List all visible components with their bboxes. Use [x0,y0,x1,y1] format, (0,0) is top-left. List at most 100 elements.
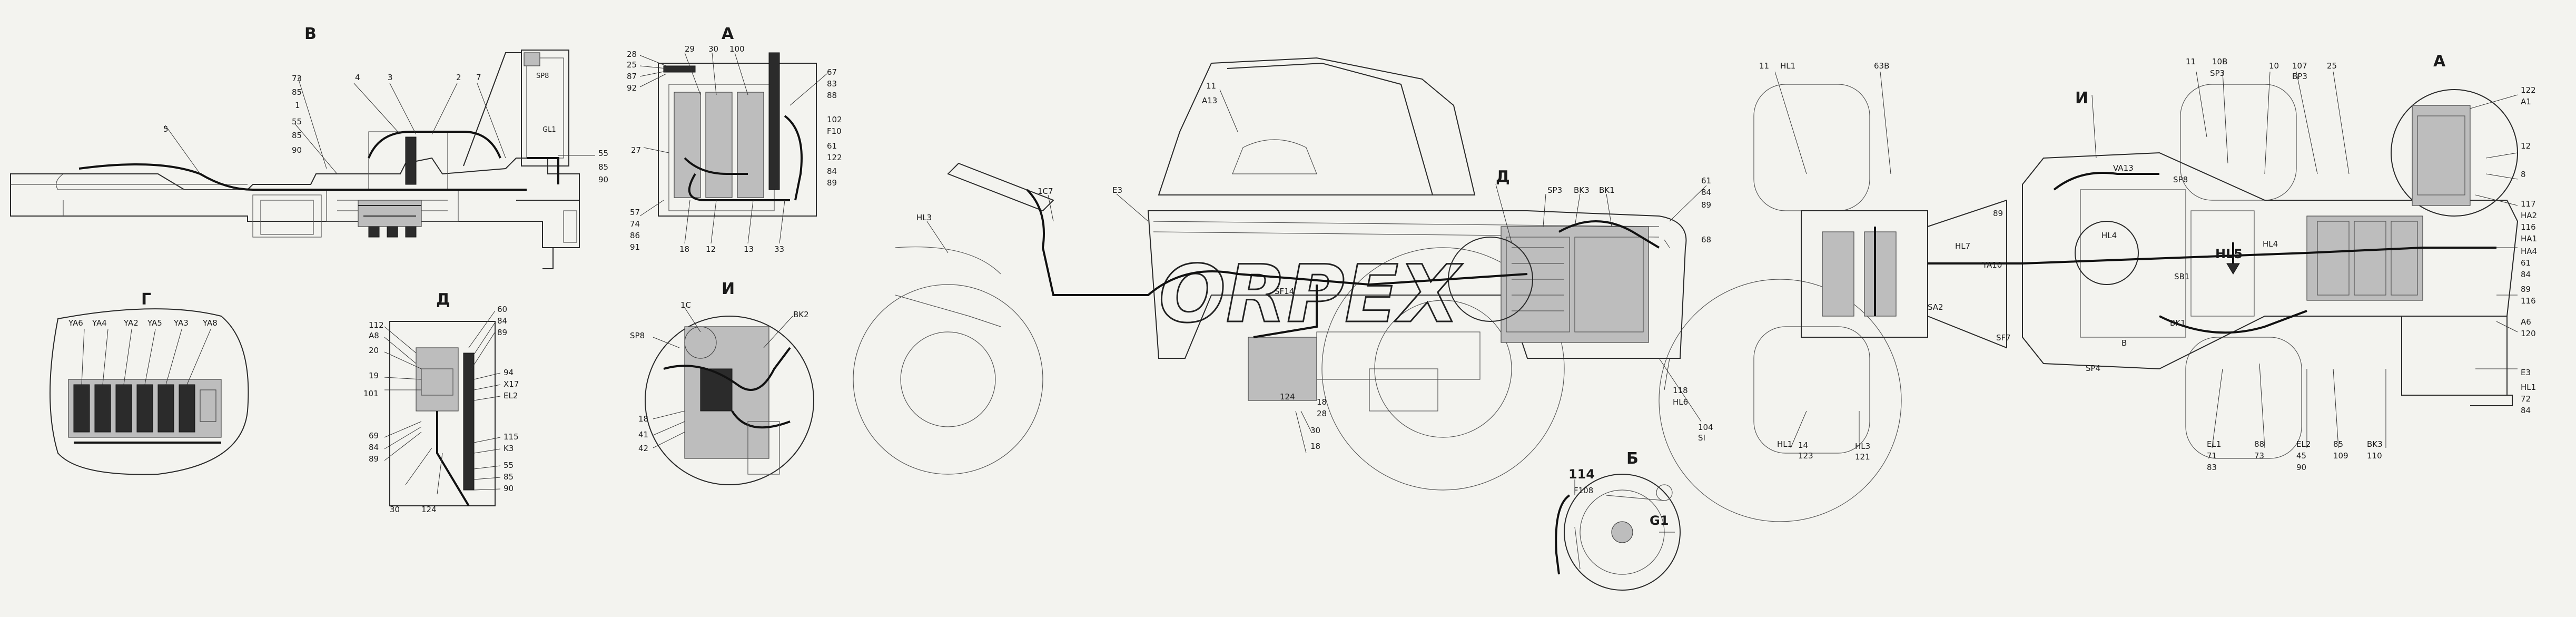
view-i-callouts: BK2 SP8 18 41 42 1C [630,300,809,453]
view-d-fuse-box: Д 112 A8 20 19 101 69 84 89 60 84 89 94 … [363,290,519,514]
svg-text:117: 117 [2521,199,2536,209]
svg-text:HA2: HA2 [2521,211,2537,220]
svg-text:61: 61 [2521,258,2531,268]
svg-text:30: 30 [1310,426,1320,435]
svg-text:SP8: SP8 [630,331,645,340]
svg-text:SP8: SP8 [2173,175,2188,184]
svg-text:41: 41 [638,430,648,439]
svg-text:Д: Д [1496,168,1510,186]
svg-text:84: 84 [2521,406,2531,415]
top-view-tractor: И А 11 HL1 63B 11 10B SP3 10 107 BP3 25 … [1753,52,2537,472]
svg-text:13: 13 [744,244,754,254]
svg-text:89: 89 [827,178,837,188]
svg-text:HL5: HL5 [2215,247,2243,261]
svg-text:19: 19 [369,371,379,380]
svg-text:14: 14 [1798,440,1808,450]
svg-text:55: 55 [292,117,302,126]
svg-text:30: 30 [390,505,400,514]
svg-text:29: 29 [685,44,695,54]
svg-text:1C: 1C [680,300,691,310]
svg-text:YA8: YA8 [202,318,218,328]
svg-text:72: 72 [2521,394,2531,404]
svg-text:SI: SI [1698,433,1705,443]
svg-text:SB1: SB1 [2174,272,2189,281]
svg-text:90: 90 [292,145,302,155]
svg-text:SA2: SA2 [1928,302,1943,312]
svg-text:BK1: BK1 [1599,185,1615,195]
svg-text:84: 84 [827,167,837,176]
svg-text:84: 84 [1701,188,1711,197]
svg-text:SP4: SP4 [2086,364,2100,373]
svg-text:115: 115 [504,432,519,442]
svg-text:B: B [2121,338,2127,348]
svg-text:27: 27 [631,145,641,155]
svg-text:4: 4 [355,73,360,82]
svg-text:45: 45 [2296,451,2306,461]
svg-text:И: И [2075,89,2088,107]
svg-text:89: 89 [497,328,507,337]
svg-text:33: 33 [774,244,784,254]
svg-text:74: 74 [630,219,640,229]
svg-text:101: 101 [363,389,379,398]
side-view-tractor: ORPEX Д 11 A13 1C7 HL3 E3 30 18 SP3 BK3 … [853,57,1902,522]
svg-text:5: 5 [163,124,169,134]
svg-text:SF7: SF7 [1996,333,2011,342]
svg-text:3: 3 [388,73,393,82]
svg-text:BK3: BK3 [1574,185,1590,195]
svg-text:YA3: YA3 [173,318,189,328]
svg-text:122: 122 [2521,85,2536,95]
svg-text:18: 18 [1317,397,1327,407]
svg-text:K3: K3 [504,444,514,453]
svg-text:EL2: EL2 [2296,439,2311,449]
svg-text:68: 68 [1701,235,1711,244]
view-d-title: Д [436,290,450,309]
svg-text:20: 20 [369,346,379,355]
svg-text:116: 116 [2521,222,2536,232]
svg-text:F10: F10 [827,126,842,136]
svg-text:85: 85 [2333,439,2343,449]
svg-text:GL1: GL1 [542,126,556,134]
svg-text:100: 100 [729,44,745,54]
svg-text:HL7: HL7 [1955,241,1970,251]
svg-text:YA2: YA2 [123,318,139,328]
svg-text:114: 114 [1568,467,1595,482]
svg-text:83: 83 [827,79,837,89]
svg-text:90: 90 [598,175,608,184]
view-b-alternator: Б 114 F108 G1 [1555,449,1681,591]
svg-text:BK1: BK1 [2170,318,2186,328]
svg-text:EL1: EL1 [2207,439,2221,449]
svg-text:HA1: HA1 [2521,234,2537,243]
svg-text:HL3: HL3 [1855,442,1870,451]
svg-text:85: 85 [598,162,608,172]
svg-text:F108: F108 [1574,486,1593,495]
svg-text:18: 18 [679,244,689,254]
svg-text:7: 7 [476,73,481,82]
view-b-assembly: В 4 [10,25,608,269]
svg-text:10B: 10B [2212,57,2227,66]
svg-text:73: 73 [2254,451,2264,461]
view-bb-title: Б [1626,449,1639,468]
svg-text:А: А [2433,52,2446,71]
svg-text:88: 88 [827,91,837,100]
svg-text:69: 69 [369,431,379,440]
view-g-valve-block: Г YA6 YA4 YA2 YA5 YA3 YA8 [50,290,249,475]
view-d-callouts: 112 A8 20 19 101 69 84 89 60 84 89 94 X1… [363,305,519,514]
side-view-logo: ORPEX [1159,249,1463,340]
svg-text:X17: X17 [504,379,519,389]
svg-text:86: 86 [630,231,640,240]
svg-text:89: 89 [1993,209,2003,218]
svg-text:18: 18 [638,414,648,424]
svg-text:124: 124 [1280,392,1295,401]
svg-text:SP3: SP3 [2210,68,2225,78]
svg-text:123: 123 [1798,451,1813,461]
svg-text:BK2: BK2 [793,310,809,319]
svg-text:G1: G1 [1650,513,1669,528]
view-bb-callouts: 114 F108 G1 [1568,467,1669,528]
view-a-title: А [722,25,734,43]
svg-text:102: 102 [827,115,842,124]
svg-text:BP3: BP3 [2292,72,2307,81]
svg-text:110: 110 [2367,451,2382,461]
svg-text:112: 112 [369,320,384,330]
svg-text:30: 30 [708,44,718,54]
